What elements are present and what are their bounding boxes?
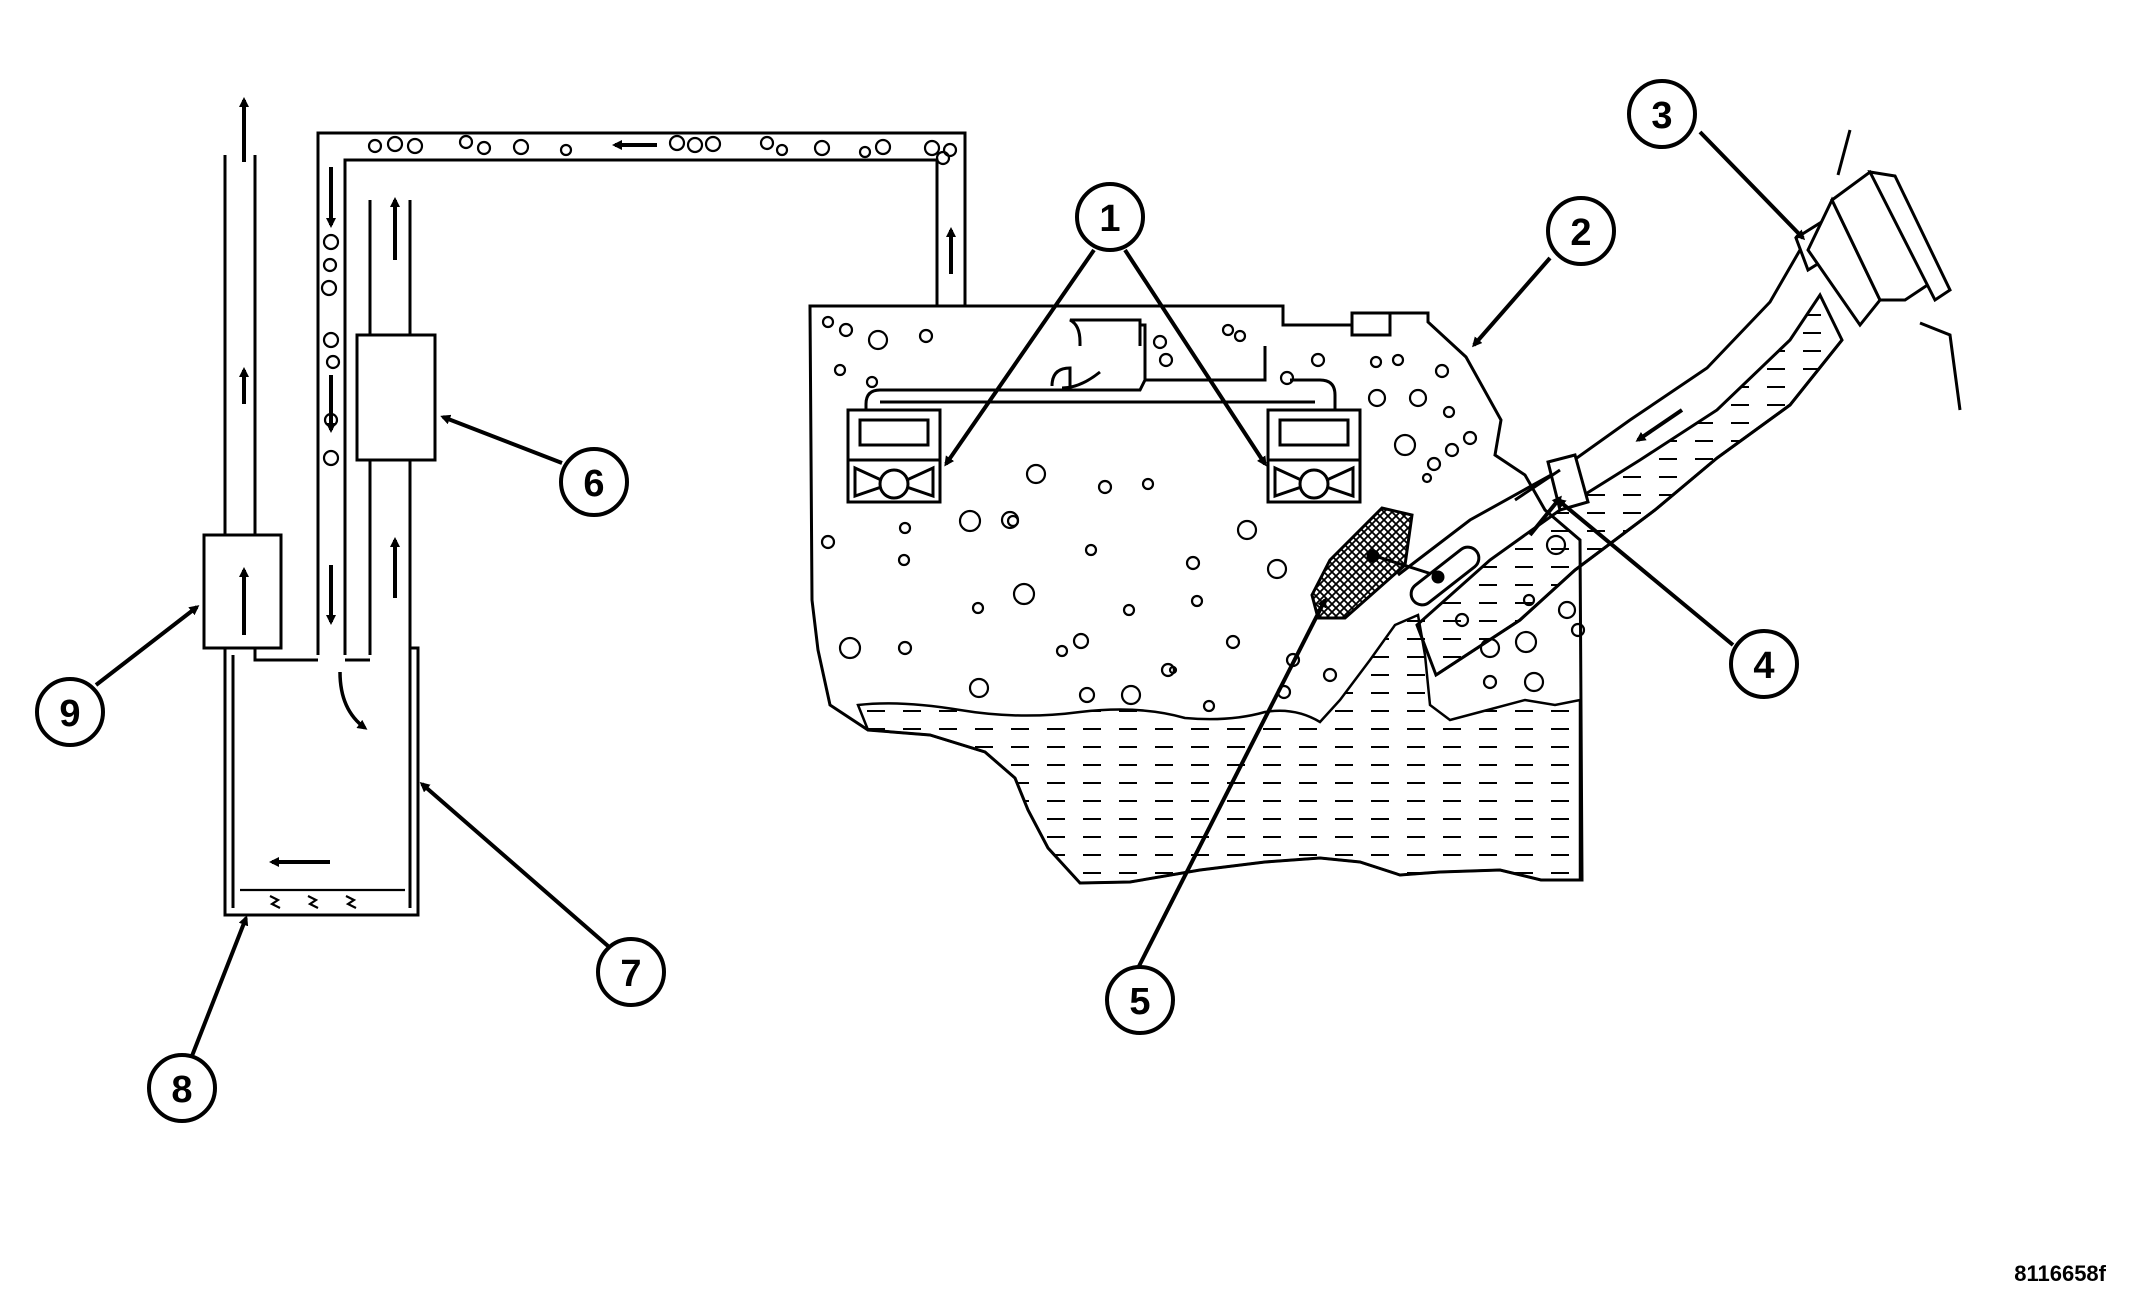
svg-text:8: 8 <box>171 1069 192 1111</box>
svg-text:5: 5 <box>1129 981 1150 1023</box>
svg-text:9: 9 <box>59 693 80 735</box>
callout-1: 1 <box>1075 182 1145 252</box>
leak-detection-pump <box>355 333 437 462</box>
vent-manifold <box>864 311 1392 410</box>
flow-arrow-check-valve <box>1528 495 1562 537</box>
callout-5: 5 <box>1105 965 1175 1035</box>
canister-filter <box>240 888 405 909</box>
rollover-valve-left <box>846 408 942 504</box>
callout-6: 6 <box>559 447 629 517</box>
recirculation-filter <box>1310 506 1414 620</box>
svg-text:2: 2 <box>1570 212 1591 254</box>
callout-7: 7 <box>596 937 666 1007</box>
vapor-canister <box>223 646 420 917</box>
callout-4: 4 <box>1729 629 1799 699</box>
callout-3: 3 <box>1627 79 1697 149</box>
canister-curved-arrow <box>338 671 368 730</box>
flow-arrow-fill-tube <box>1635 408 1684 442</box>
callout-2: 2 <box>1546 196 1616 266</box>
recirculation-link <box>1366 545 1481 607</box>
svg-text:4: 4 <box>1753 645 1774 687</box>
vapor-bubbles-pipe <box>320 134 958 467</box>
svg-text:3: 3 <box>1651 95 1672 137</box>
svg-text:7: 7 <box>620 953 641 995</box>
callout-9: 9 <box>35 677 105 747</box>
flow-arrows-pipe <box>326 140 956 625</box>
svg-text:1: 1 <box>1099 198 1120 240</box>
fuel-liquid <box>856 613 1582 885</box>
fuel-filler-cap <box>1794 129 1962 411</box>
callout-8: 8 <box>147 1053 217 1123</box>
callout-lines <box>94 130 1806 1062</box>
fill-tube <box>1397 249 1844 678</box>
rollover-valve-right <box>1266 408 1362 504</box>
figure-code: 8116658f <box>2014 1261 2106 1286</box>
svg-text:6: 6 <box>583 463 604 505</box>
fresh-air-pipe <box>368 200 412 655</box>
